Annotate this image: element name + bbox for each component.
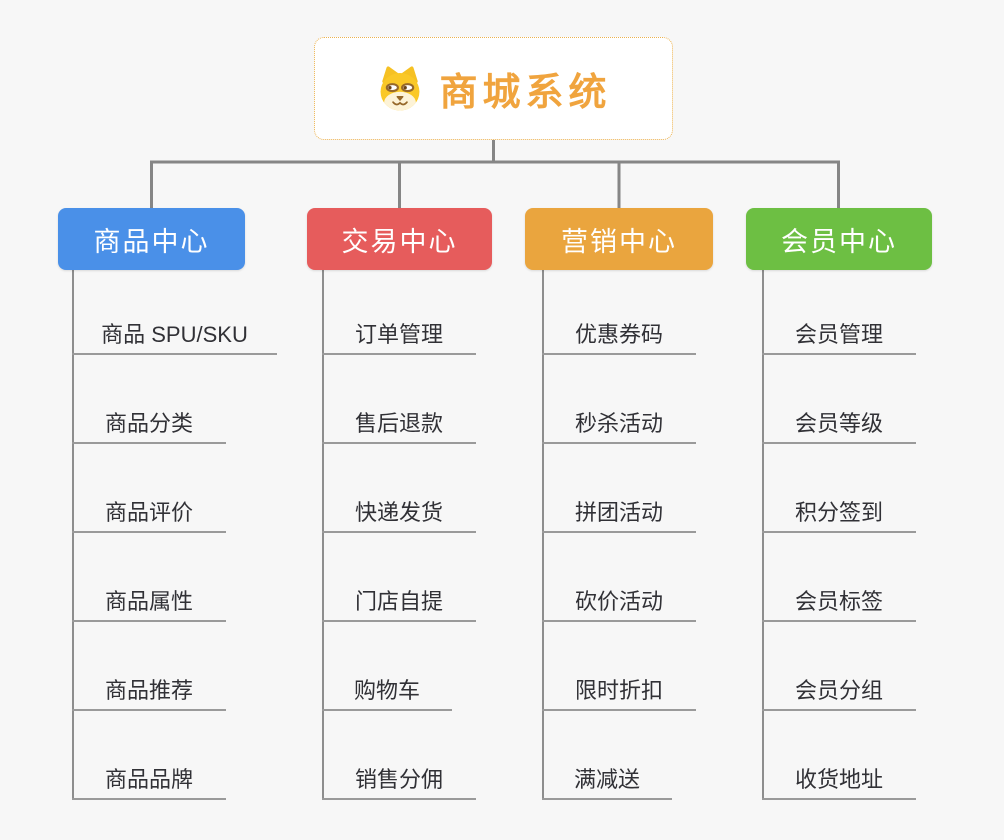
topic-bargain-activity[interactable]: 砍价活动 [542,582,696,622]
shiba-dog-icon [381,65,420,111]
topic-goods-review[interactable]: 商品评价 [72,493,226,533]
topic-member-management[interactable]: 会员管理 [762,315,916,355]
topic-express-delivery[interactable]: 快递发货 [322,493,476,533]
topic-member-tag[interactable]: 会员标签 [762,582,916,622]
root-title: 商城系统 [439,72,612,114]
topic-group-buy[interactable]: 拼团活动 [542,493,696,533]
branch-marketing-center[interactable]: 营销中心 [525,208,713,270]
topic-flash-sale[interactable]: 秒杀活动 [542,404,696,444]
topic-store-pickup[interactable]: 门店自提 [322,582,476,622]
topic-aftersale-refund[interactable]: 售后退款 [322,404,476,444]
topic-points-checkin[interactable]: 积分签到 [762,493,916,533]
topic-member-group[interactable]: 会员分组 [762,671,916,711]
topic-member-level[interactable]: 会员等级 [762,404,916,444]
branch-trade-center[interactable]: 交易中心 [307,208,492,270]
topic-shopping-cart[interactable]: 购物车 [322,671,452,711]
topic-full-reduction[interactable]: 满减送 [542,760,672,800]
topic-limited-time-discount[interactable]: 限时折扣 [542,671,696,711]
topic-goods-category[interactable]: 商品分类 [72,404,226,444]
branch-member-center[interactable]: 会员中心 [746,208,932,270]
topic-goods-recommend[interactable]: 商品推荐 [72,671,226,711]
topic-coupon-code[interactable]: 优惠券码 [542,315,696,355]
branch-goods-center[interactable]: 商品中心 [58,208,245,270]
topic-shipping-address[interactable]: 收货地址 [762,760,916,800]
topic-sales-commission[interactable]: 销售分佣 [322,760,476,800]
topic-goods-spu-sku[interactable]: 商品 SPU/SKU [72,315,277,355]
topic-goods-brand[interactable]: 商品品牌 [72,760,226,800]
topic-goods-attribute[interactable]: 商品属性 [72,582,226,622]
root-topic[interactable]: 商城系统 [314,37,673,140]
topic-order-management[interactable]: 订单管理 [322,315,476,355]
root-branch-connectors [150,140,840,208]
